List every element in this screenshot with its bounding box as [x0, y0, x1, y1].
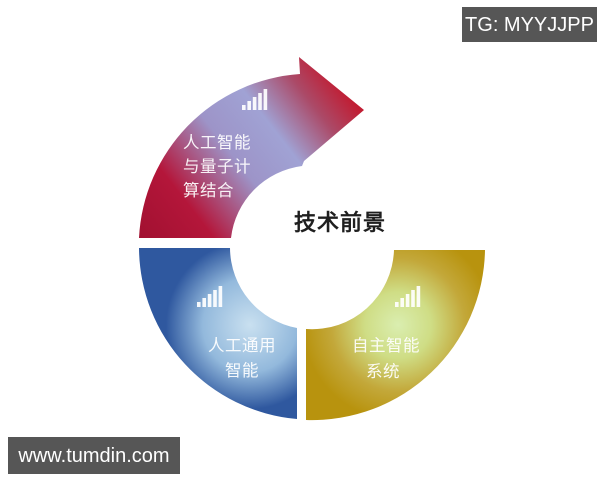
arrow-arc-shape — [139, 57, 364, 238]
website-badge-label: www.tumdin.com — [18, 444, 170, 467]
bar-chart-icon — [242, 89, 268, 110]
segment-agi: 人工通用 智能 — [139, 248, 297, 419]
segment-label-line: 与量子计 — [183, 157, 251, 176]
segment-autonomous: 自主智能 系统 — [306, 250, 485, 421]
segment-label-line: 人工智能 — [183, 133, 251, 152]
bar-chart-icon — [395, 286, 421, 307]
telegram-badge: TG: MYYJJPP — [462, 7, 597, 42]
telegram-badge-label: TG: MYYJJPP — [465, 13, 594, 36]
segment-label-line: 系统 — [366, 362, 400, 381]
segment-label-line: 自主智能 — [352, 336, 420, 355]
center-title: 技术前景 — [294, 210, 386, 235]
segment-label-line: 算结合 — [183, 181, 234, 200]
segment-label-line: 智能 — [225, 361, 259, 380]
segment-label-line: 人工通用 — [208, 336, 276, 355]
bar-chart-icon — [197, 286, 223, 307]
quarter-arc-shape — [306, 250, 485, 421]
segment-ai-quantum: 人工智能 与量子计 算结合 — [139, 57, 364, 238]
quarter-arc-shape — [139, 248, 297, 419]
website-badge: www.tumdin.com — [8, 437, 180, 474]
